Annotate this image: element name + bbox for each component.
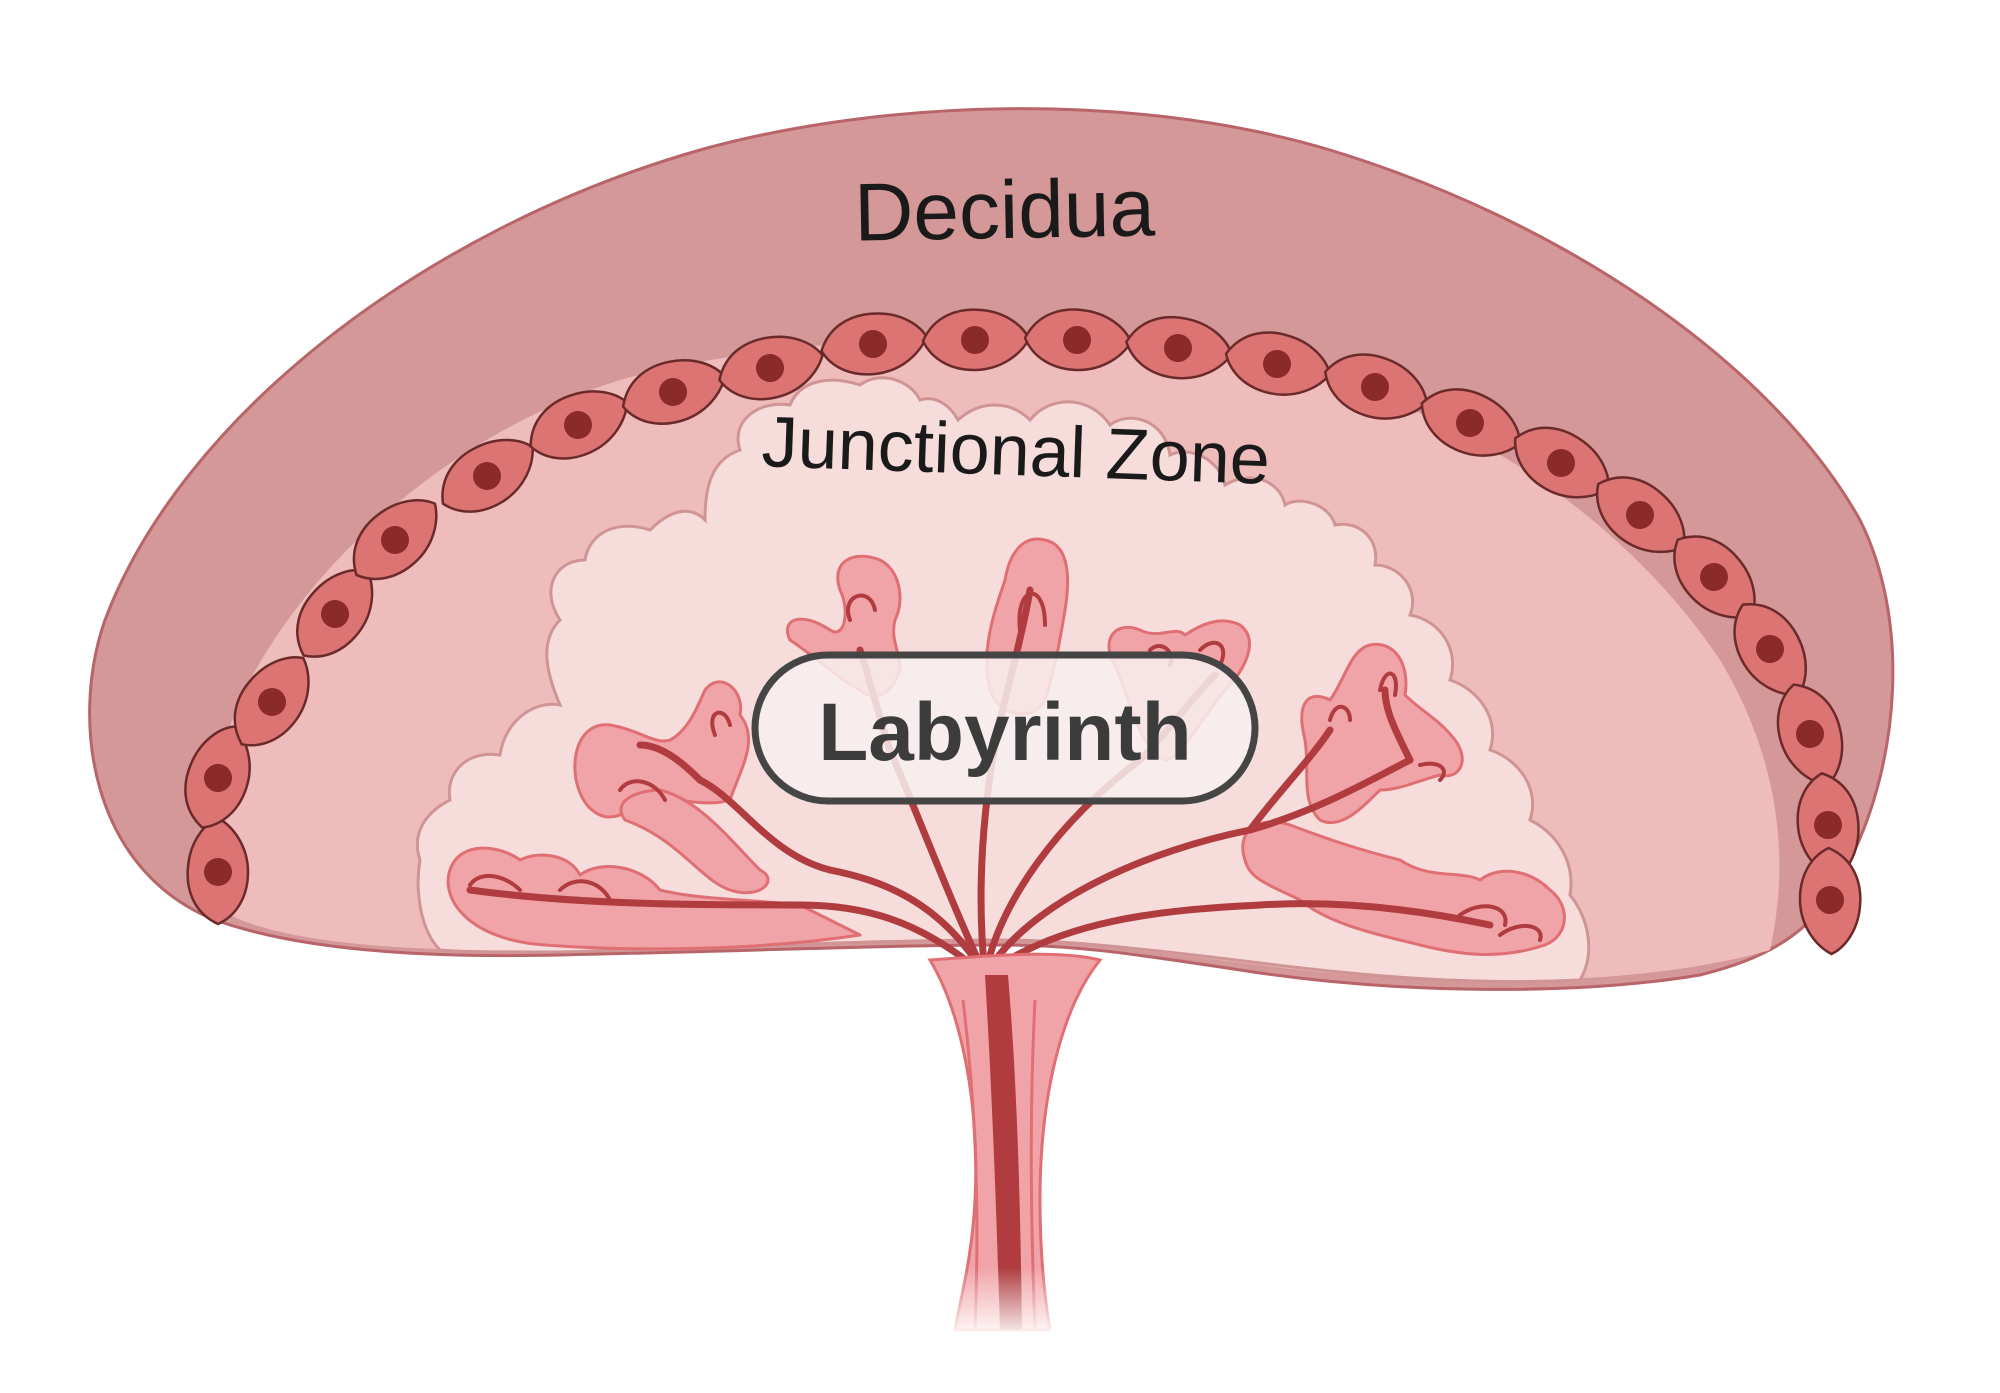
capillary-loop xyxy=(1458,904,1508,927)
trophoblast-cell xyxy=(718,335,824,401)
cell-nucleus xyxy=(564,411,592,439)
cell-nucleus xyxy=(1263,350,1291,378)
trophoblast-cell xyxy=(1798,846,1862,956)
labyrinth-label: Labyrinth xyxy=(818,687,1192,778)
trophoblast-cell xyxy=(529,390,629,460)
cell-nucleus xyxy=(1756,635,1784,663)
trophoblast-cell xyxy=(233,656,310,747)
cell-nucleus xyxy=(1063,326,1091,354)
capillary-loop xyxy=(558,879,612,902)
vessel-branch xyxy=(696,776,989,979)
vessel-branch xyxy=(981,900,1494,979)
cell-nucleus xyxy=(1700,563,1728,591)
cell-nucleus xyxy=(1547,449,1575,477)
cord-fade xyxy=(900,1080,1100,1340)
cell-nucleus xyxy=(961,326,989,354)
villus-lobe xyxy=(1300,642,1464,825)
cell-nucleus xyxy=(1626,501,1654,529)
capillary-loop xyxy=(1378,671,1398,697)
cell-nucleus xyxy=(204,858,232,886)
trophoblast-cell xyxy=(1323,353,1428,420)
decidua-label: Decidua xyxy=(853,162,1156,258)
cell-nucleus xyxy=(381,526,409,554)
capillary-loop xyxy=(846,593,877,622)
labyrinth-label-box xyxy=(751,651,1259,805)
trophoblast-cell xyxy=(1420,388,1522,457)
cell-nucleus xyxy=(1456,409,1484,437)
capillary-loop xyxy=(1498,923,1543,942)
capillary-loop xyxy=(710,710,732,737)
cell-nucleus xyxy=(756,354,784,382)
trophoblast-cell xyxy=(352,499,438,581)
cell-nucleus xyxy=(859,330,887,358)
cell-nucleus xyxy=(204,764,232,792)
vessel-branch xyxy=(981,756,1414,979)
cell-nucleus xyxy=(659,378,687,406)
vessel-branch xyxy=(1381,686,1414,764)
trophoblast-cell xyxy=(441,438,534,513)
vessel-branch xyxy=(466,886,989,979)
trophoblast-cell-layer xyxy=(184,308,1862,956)
villus-lobe xyxy=(446,846,862,951)
cell-nucleus xyxy=(1816,886,1844,914)
trophoblast-cell xyxy=(1796,772,1860,881)
chorionic-villi xyxy=(446,537,1566,979)
trophoblast-cell xyxy=(1125,315,1233,380)
cell-nucleus xyxy=(258,688,286,716)
capillary-loop xyxy=(468,873,522,892)
junctional-zone-label: Junctional Zone xyxy=(760,402,1271,500)
trophoblast-cell xyxy=(621,359,727,425)
cell-nucleus xyxy=(321,600,349,628)
vessel-branch xyxy=(636,741,704,784)
capillary-loop xyxy=(1198,640,1226,667)
cell-nucleus xyxy=(1164,334,1192,362)
trophoblast-cell xyxy=(1733,603,1807,697)
capillary-loop xyxy=(1328,704,1352,722)
umbilical-cord xyxy=(900,952,1103,1340)
trophoblast-cell xyxy=(1513,426,1610,499)
cell-nucleus xyxy=(1814,811,1842,839)
cell-nucleus xyxy=(1361,373,1389,401)
capillary-loop xyxy=(618,779,667,802)
cell-nucleus xyxy=(473,462,501,490)
capillary-loop xyxy=(1418,761,1446,782)
villus-lobe xyxy=(619,788,770,895)
trophoblast-cell xyxy=(186,816,250,926)
vessel-branch xyxy=(1246,726,1334,834)
cell-nucleus xyxy=(1796,720,1824,748)
